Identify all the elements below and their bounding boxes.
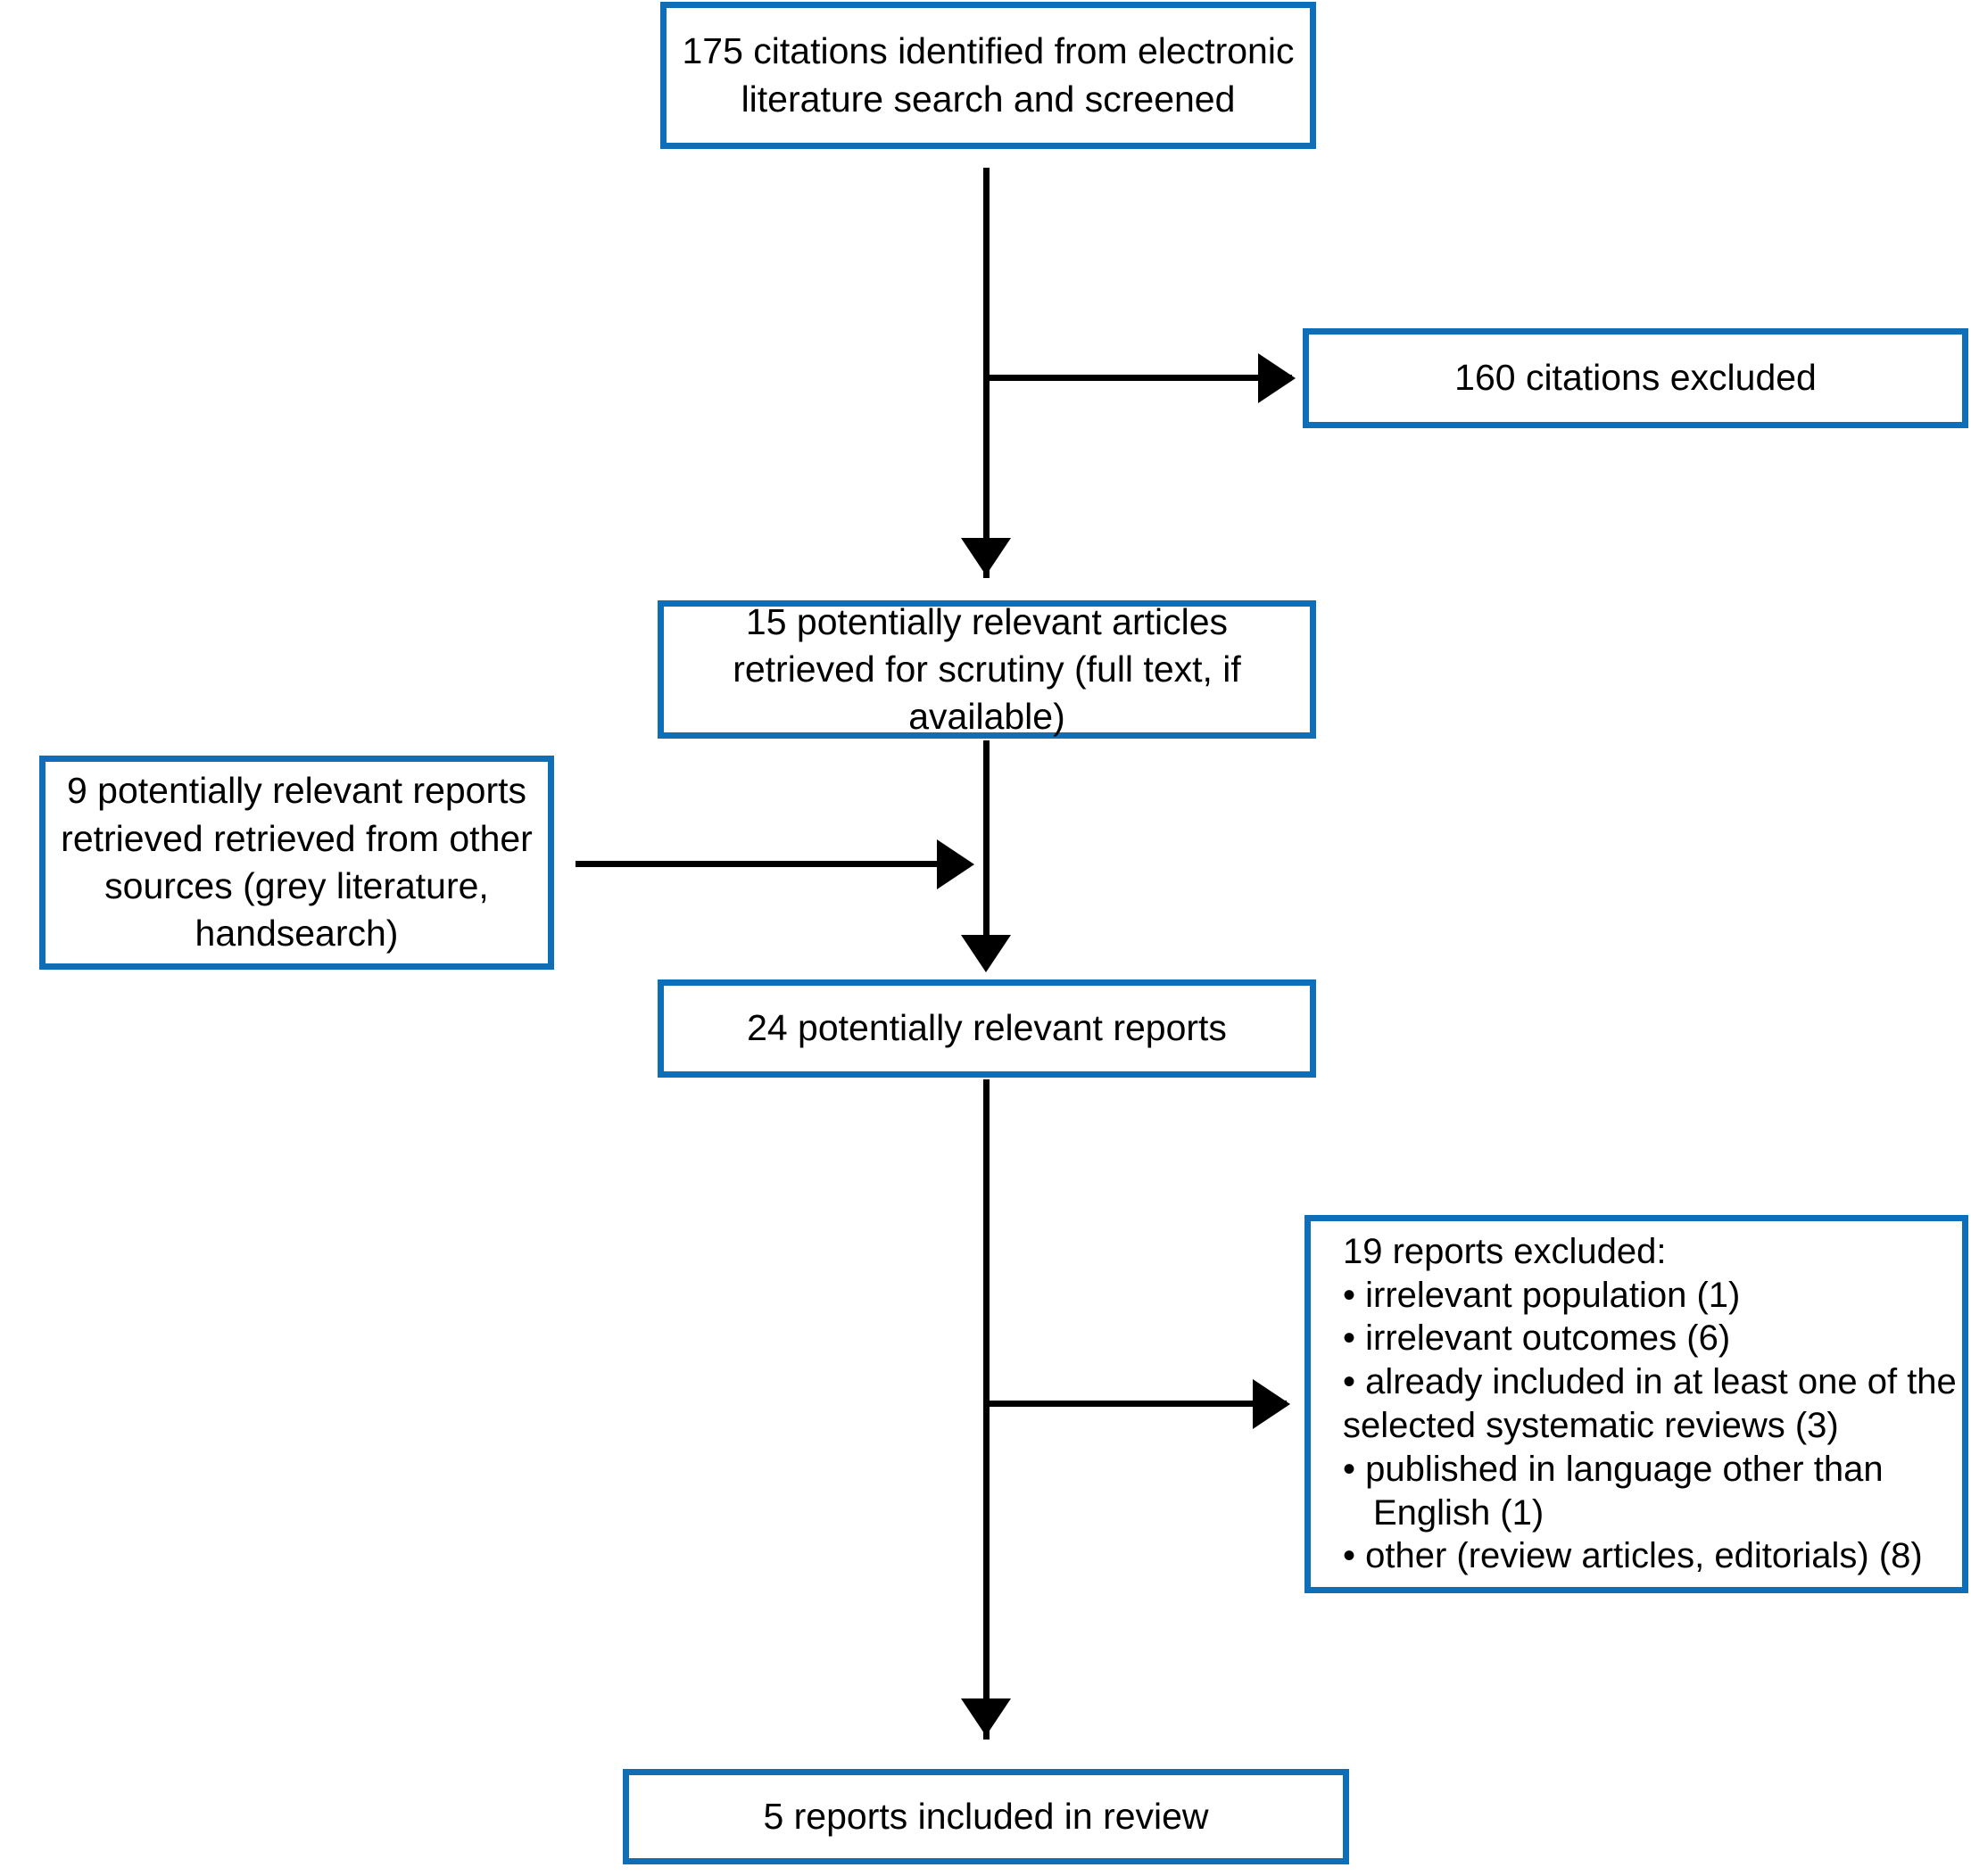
reports-excluded-reason: • irrelevant outcomes (6) <box>1343 1318 1731 1359</box>
edge-reports-to-included-line <box>983 1079 990 1740</box>
node-other-sources-label: 9 potentially relevant reports retrieved… <box>61 770 533 955</box>
reports-excluded-list: 19 reports excluded: • irrelevant popula… <box>1343 1230 1962 1578</box>
node-relevant-reports-label: 24 potentially relevant reports <box>747 1007 1227 1049</box>
node-reports-excluded: 19 reports excluded: • irrelevant popula… <box>1304 1215 1968 1593</box>
reports-excluded-reason: • irrelevant population (1) <box>1343 1275 1741 1315</box>
node-citations-excluded: 160 citations excluded <box>1303 328 1968 428</box>
edge-other-sources-to-reports-arrowhead <box>937 839 974 889</box>
edge-retrieved-to-reports-line <box>983 740 990 938</box>
reports-excluded-heading: 19 reports excluded: <box>1343 1231 1667 1271</box>
edge-identified-to-excluded-line <box>983 375 1292 381</box>
node-other-sources: 9 potentially relevant reports retrieved… <box>39 756 554 970</box>
node-articles-retrieved: 15 potentially relevant articles retriev… <box>658 600 1316 739</box>
node-reports-included-label: 5 reports included in review <box>763 1795 1209 1837</box>
edge-other-sources-to-reports-line <box>576 861 937 867</box>
node-citations-identified: 175 citations identified from electronic… <box>660 2 1316 149</box>
node-reports-included: 5 reports included in review <box>623 1769 1349 1864</box>
edge-identified-to-retrieved-line <box>983 168 990 578</box>
node-relevant-reports: 24 potentially relevant reports <box>658 979 1316 1078</box>
edge-identified-to-excluded-arrowhead <box>1258 353 1296 403</box>
node-articles-retrieved-label: 15 potentially relevant articles retriev… <box>733 600 1241 738</box>
edge-reports-to-excluded-arrowhead <box>1253 1379 1290 1429</box>
reports-excluded-reason: English (1) <box>1373 1492 1545 1533</box>
reports-excluded-reason: • published in language other than <box>1343 1449 1884 1489</box>
edge-retrieved-to-reports-arrowhead <box>961 935 1011 972</box>
edge-identified-to-retrieved-arrowhead <box>961 538 1011 575</box>
node-citations-excluded-label: 160 citations excluded <box>1454 357 1817 399</box>
reports-excluded-reason: • already included in at least one of th… <box>1343 1362 1957 1402</box>
node-citations-identified-label: 175 citations identified from electronic… <box>682 30 1295 120</box>
edge-reports-to-included-arrowhead <box>961 1698 1011 1736</box>
edge-reports-to-excluded-line <box>983 1401 1287 1407</box>
reports-excluded-reason: selected systematic reviews (3) <box>1343 1406 1839 1445</box>
reports-excluded-reason: • other (review articles, editorials) (8… <box>1343 1536 1923 1576</box>
